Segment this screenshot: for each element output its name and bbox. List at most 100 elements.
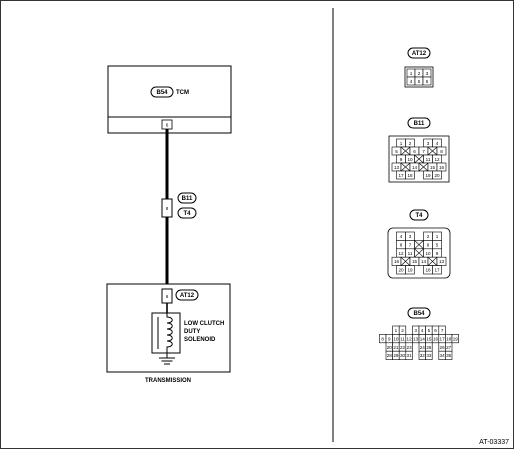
pin-number: 13 <box>413 336 419 341</box>
pin-number: 3 <box>426 71 429 76</box>
pin-number: 27 <box>446 345 452 350</box>
connector-badge <box>407 307 431 319</box>
blank-pin-cross <box>400 162 411 172</box>
pin-number: 17 <box>440 336 446 341</box>
pin-number: 1 <box>436 234 439 239</box>
pin-number: 9 <box>388 336 391 341</box>
pin-cell <box>405 265 415 275</box>
pin-number: 8 <box>440 149 443 154</box>
pin-number: 1 <box>395 328 398 333</box>
pin-number: 20 <box>434 173 440 178</box>
pin-number: 2 <box>409 141 412 146</box>
pin-number: 7 <box>422 149 425 154</box>
pin-number: 6 <box>413 149 416 154</box>
pin-number: 11 <box>408 251 413 256</box>
pin-number: 21 <box>393 345 399 350</box>
solenoid-frame <box>151 312 181 354</box>
transmission-label: TRANSMISSION <box>145 378 191 384</box>
pin-number: 14 <box>421 259 427 264</box>
ground-symbol <box>159 357 175 365</box>
pin-number: 17 <box>398 173 404 178</box>
b11-code: B11 <box>182 196 193 202</box>
solenoid-label-line-1: LOW CLUTCH <box>184 321 224 327</box>
solenoid-label-line-2: DUTY <box>184 329 200 335</box>
pin-number: 16 <box>439 165 445 170</box>
pin-number: 18 <box>407 173 413 178</box>
pin-number: 18 <box>425 268 431 273</box>
solenoid-label-line-3: SOLENOID <box>184 337 216 343</box>
pin-number: 2 <box>418 71 421 76</box>
pin-number: 31 <box>407 353 413 358</box>
blank-pin-cross <box>400 256 411 266</box>
pin-number: 2 <box>401 328 404 333</box>
pin-cell <box>432 170 442 180</box>
pin-cell <box>422 76 432 86</box>
pin-cell <box>405 350 413 360</box>
pin-number: 26 <box>440 345 446 350</box>
pin-number: 32 <box>420 353 426 358</box>
pin-number: 5 <box>418 79 421 84</box>
pin-number: 24 <box>420 345 426 350</box>
pin-number: 1 <box>400 141 403 146</box>
pin-number: 4 <box>436 141 439 146</box>
pin-number: 1 <box>410 71 413 76</box>
pin-number: 11 <box>426 157 431 162</box>
at12-badge <box>175 289 199 301</box>
blank-pin-cross <box>414 248 424 258</box>
pin-number: 11 <box>400 336 405 341</box>
pin-number: 4 <box>400 234 403 239</box>
figure-reference: AT-03337 <box>479 439 509 446</box>
pin-number: 19 <box>453 336 459 341</box>
pin-number: 29 <box>393 353 399 358</box>
pin-number: 9 <box>400 157 403 162</box>
pin-number: 16 <box>394 259 400 264</box>
pin-number: 8 <box>400 242 403 247</box>
pin-number: 3 <box>414 328 417 333</box>
pin-number: 34 <box>440 353 446 358</box>
pin-number: 33 <box>426 353 432 358</box>
pin-number: 9 <box>436 251 439 256</box>
pin-number: 14 <box>420 336 426 341</box>
pin-number: 25 <box>426 345 432 350</box>
pin-number: 4 <box>410 79 413 84</box>
pin-number: 23 <box>407 345 413 350</box>
pin-number: 2 <box>427 234 430 239</box>
tcm-connector-badge <box>150 86 174 98</box>
pin-cell <box>445 350 453 360</box>
pin-number: 5 <box>436 242 439 247</box>
pin-number: 6 <box>434 328 437 333</box>
connector-code: T4 <box>415 213 423 219</box>
pin-number: 18 <box>446 336 452 341</box>
pin-number: 6 <box>426 79 429 84</box>
tcm-pin-number: 6 <box>166 123 169 128</box>
connector-badge <box>407 47 431 59</box>
pin-number: 13 <box>439 259 445 264</box>
at12-code: AT12 <box>180 293 195 299</box>
pin-number: 6 <box>427 242 430 247</box>
b11-badge <box>177 192 197 204</box>
pin-cell <box>451 334 459 344</box>
pin-cell <box>432 265 442 275</box>
pin-number: 19 <box>425 173 431 178</box>
pin-number: 22 <box>400 345 406 350</box>
pin-number: 8 <box>381 336 384 341</box>
blank-pin-cross <box>427 256 438 266</box>
pin-number: 20 <box>387 345 393 350</box>
pin-number: 16 <box>433 336 439 341</box>
tcm-unit: B54 TCM 6 <box>107 65 232 134</box>
blank-pin-cross <box>400 146 411 156</box>
pin-number: 10 <box>425 251 431 256</box>
pin-number: 15 <box>430 165 436 170</box>
pin-number: 5 <box>395 149 398 154</box>
pin-number: 12 <box>398 251 404 256</box>
pin-number: 5 <box>428 328 431 333</box>
t4-code: T4 <box>183 211 191 217</box>
connector-badge <box>409 209 429 221</box>
pin-number: 20 <box>398 268 404 273</box>
